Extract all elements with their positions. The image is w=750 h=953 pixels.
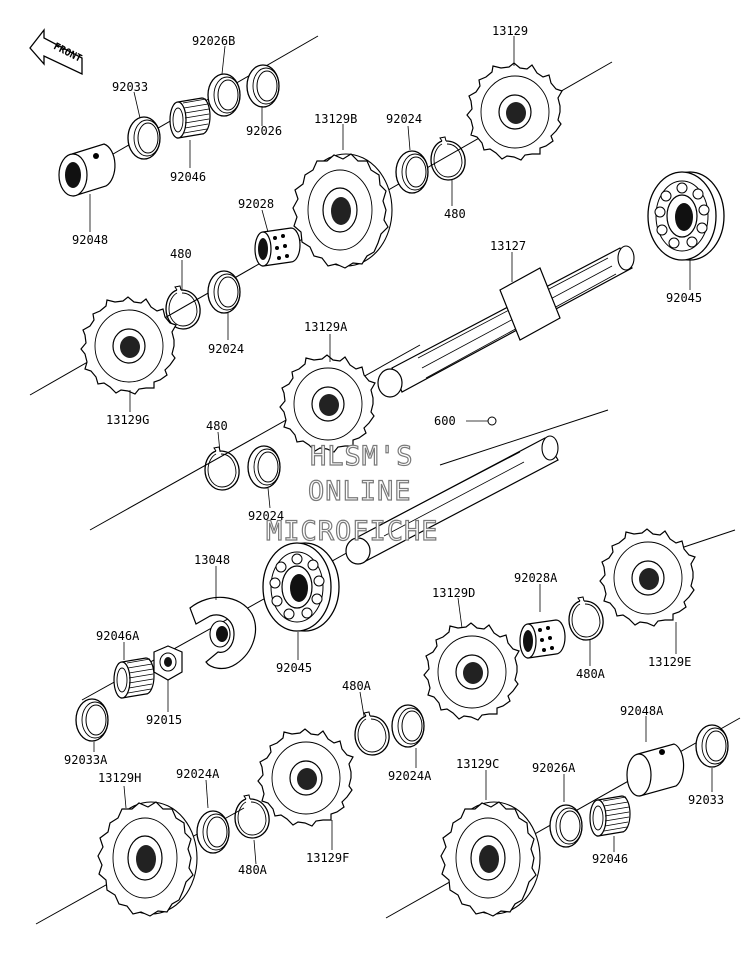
part-92046A-needle-bearing — [113, 657, 155, 699]
part-92048-collar — [58, 143, 116, 197]
label-92046A: 92046A — [96, 629, 140, 643]
part-13048-drum — [189, 596, 257, 670]
part-480-circlip-mid — [204, 446, 240, 491]
label-13129B: 13129B — [314, 112, 357, 126]
part-13129-gear — [466, 62, 563, 161]
part-92045-bearing-mid — [262, 542, 340, 632]
label-92033A: 92033A — [64, 753, 108, 767]
front-arrow-icon: FRONT — [29, 28, 83, 76]
part-13129F-gear — [257, 728, 354, 827]
label-480-mid: 480 — [206, 419, 228, 433]
label-92024A-mid: 92024A — [388, 769, 432, 783]
part-92033A-washer — [75, 698, 109, 742]
part-92046-needle-bearing-bottom — [589, 795, 631, 837]
label-92026B: 92026B — [192, 34, 235, 48]
label-13129C: 13129C — [456, 757, 499, 771]
label-92024-left: 92024 — [208, 342, 244, 356]
part-92026A-washer — [549, 804, 583, 848]
label-92046-top: 92046 — [170, 170, 206, 184]
label-480A-left: 480A — [238, 863, 268, 877]
label-13129E: 13129E — [648, 655, 691, 669]
part-480A-circlip-right — [568, 596, 604, 641]
label-480A-right: 480A — [576, 667, 606, 681]
label-92045-right: 92045 — [666, 291, 702, 305]
label-92024-top: 92024 — [386, 112, 422, 126]
label-92026A: 92026A — [532, 761, 576, 775]
label-92024A-left: 92024A — [176, 767, 220, 781]
part-92026-washer — [246, 64, 280, 108]
label-92026-top: 92026 — [246, 124, 282, 138]
part-labels: 92026B 92033 92026 92046 92048 13129B 92… — [64, 24, 724, 877]
label-13129F: 13129F — [306, 851, 349, 865]
part-13129D-gear — [423, 622, 520, 721]
label-480-left: 480 — [170, 247, 192, 261]
label-600: 600 — [434, 414, 456, 428]
part-92033-washer-bottom — [695, 724, 729, 768]
label-92028: 92028 — [238, 197, 274, 211]
part-92024-washer-top — [395, 150, 429, 194]
label-92033-bottom: 92033 — [688, 793, 724, 807]
watermark: HLSM'S ONLINE MICROFICHE — [265, 440, 439, 547]
watermark-line-3: MICROFICHE — [266, 516, 439, 547]
part-13127-shaft — [377, 245, 635, 398]
part-13129G-gear — [80, 296, 177, 395]
watermark-line-2: ONLINE — [308, 476, 412, 507]
part-92048A-collar — [626, 743, 685, 797]
leader-lines — [89, 36, 713, 865]
label-92046-bottom: 92046 — [592, 852, 628, 866]
part-92026B-washer — [207, 73, 241, 117]
part-13129H-gear — [97, 801, 198, 917]
part-13129B-gear — [292, 153, 393, 269]
watermark-line-1: HLSM'S — [310, 441, 414, 472]
part-92015-nut — [153, 645, 183, 681]
label-92048-top: 92048 — [72, 233, 108, 247]
part-92024-washer-mid — [247, 445, 281, 489]
label-92048A: 92048A — [620, 704, 664, 718]
label-13048: 13048 — [194, 553, 230, 567]
label-13129A: 13129A — [304, 320, 348, 334]
label-13127: 13127 — [490, 239, 526, 253]
label-480-top: 480 — [444, 207, 466, 221]
part-13129E-gear — [599, 528, 696, 627]
part-92024A-washer-mid — [391, 704, 425, 748]
label-92024-mid: 92024 — [248, 509, 284, 523]
part-13129A-gear — [279, 354, 376, 453]
label-480A-mid: 480A — [342, 679, 372, 693]
label-13129H: 13129H — [98, 771, 141, 785]
label-13129G: 13129G — [106, 413, 149, 427]
label-13129: 13129 — [492, 24, 528, 38]
label-92045-mid: 92045 — [276, 661, 312, 675]
label-92033-top: 92033 — [112, 80, 148, 94]
part-92046-needle-bearing — [169, 97, 211, 139]
part-92024A-washer-left — [196, 810, 230, 854]
label-13129D: 13129D — [432, 586, 475, 600]
part-480A-circlip-mid — [354, 711, 390, 756]
label-92015: 92015 — [146, 713, 182, 727]
part-92028-bushing — [254, 227, 301, 267]
label-92028A: 92028A — [514, 571, 558, 585]
part-92033-washer — [127, 116, 161, 160]
part-drive-shaft — [345, 416, 559, 565]
part-13129C-gear — [440, 801, 541, 917]
part-92024-washer-left — [207, 270, 241, 314]
part-92045-bearing-right — [647, 171, 725, 261]
part-480-circlip-top — [430, 136, 466, 181]
part-92028A-bushing — [519, 619, 566, 659]
